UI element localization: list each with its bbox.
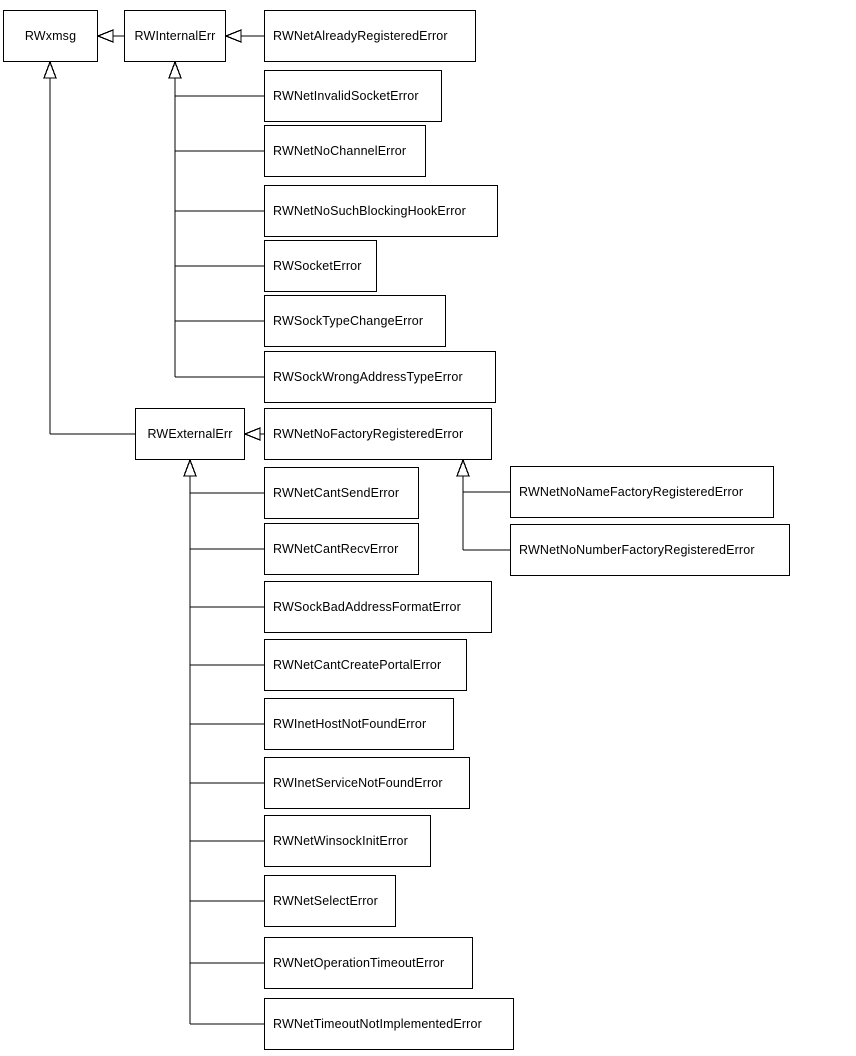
class-label: RWInetHostNotFoundError bbox=[273, 717, 427, 731]
class-box-rwnetcantrecverror[interactable]: RWNetCantRecvError bbox=[264, 523, 419, 575]
class-label: RWxmsg bbox=[24, 29, 77, 43]
arrowhead-external-bottom bbox=[183, 458, 197, 477]
class-box-rwsocktypechangeerror[interactable]: RWSockTypeChangeError bbox=[264, 295, 446, 347]
class-label: RWSockBadAddressFormatError bbox=[273, 600, 461, 614]
class-label: RWNetTimeoutNotImplementedError bbox=[273, 1017, 482, 1031]
class-box-rwsockwrongaddresstypeerror[interactable]: RWSockWrongAddressTypeError bbox=[264, 351, 496, 403]
class-box-rwnetnonumberfactoryregisterederror[interactable]: RWNetNoNumberFactoryRegisteredError bbox=[510, 524, 790, 576]
class-label: RWNetNoFactoryRegisteredError bbox=[273, 427, 464, 441]
class-box-rwexternalerr[interactable]: RWExternalErr bbox=[135, 408, 245, 460]
class-label: RWSocketError bbox=[273, 259, 362, 273]
class-box-rwnetnochannelerror[interactable]: RWNetNoChannelError bbox=[264, 125, 426, 177]
class-box-rwnetcantsenderror[interactable]: RWNetCantSendError bbox=[264, 467, 419, 519]
class-label: RWNetWinsockInitError bbox=[273, 834, 408, 848]
class-label: RWSockTypeChangeError bbox=[273, 314, 424, 328]
arrowhead-nofactory-bottom bbox=[456, 458, 470, 477]
class-box-rwnetcantcreateportalerror[interactable]: RWNetCantCreatePortalError bbox=[264, 639, 467, 691]
class-box-rwnetoperationtimeouterror[interactable]: RWNetOperationTimeoutError bbox=[264, 937, 473, 989]
class-box-rwnettimeoutnotimplementederror[interactable]: RWNetTimeoutNotImplementedError bbox=[264, 998, 514, 1050]
class-label: RWInternalErr bbox=[134, 29, 216, 43]
class-label: RWNetOperationTimeoutError bbox=[273, 956, 445, 970]
class-label: RWSockWrongAddressTypeError bbox=[273, 370, 463, 384]
class-label: RWNetInvalidSocketError bbox=[273, 89, 419, 103]
class-box-rwnetnofactoryregisterederror[interactable]: RWNetNoFactoryRegisteredError bbox=[264, 408, 492, 460]
class-label: RWNetNoNumberFactoryRegisteredError bbox=[519, 543, 755, 557]
class-label: RWNetNoSuchBlockingHookError bbox=[273, 204, 466, 218]
arrowhead-rwxmsg-right bbox=[96, 29, 114, 43]
class-box-rwinternalerr[interactable]: RWInternalErr bbox=[124, 10, 226, 62]
class-label: RWNetNoNameFactoryRegisteredError bbox=[519, 485, 744, 499]
class-box-rwnetalreadyregisterederror[interactable]: RWNetAlreadyRegisteredError bbox=[264, 10, 476, 62]
class-box-rwinethostnotfounderror[interactable]: RWInetHostNotFoundError bbox=[264, 698, 454, 750]
arrowhead-rwxmsg-bottom bbox=[43, 60, 57, 79]
class-label: RWNetCantRecvError bbox=[273, 542, 399, 556]
arrowhead-external-right bbox=[243, 427, 261, 441]
class-label: RWNetSelectError bbox=[273, 894, 378, 908]
class-box-rwnetselecterror[interactable]: RWNetSelectError bbox=[264, 875, 396, 927]
class-label: RWInetServiceNotFoundError bbox=[273, 776, 443, 790]
class-box-rwnetnosuchblockinghookerror[interactable]: RWNetNoSuchBlockingHookError bbox=[264, 185, 498, 237]
arrowhead-internal-right bbox=[224, 29, 242, 43]
class-label: RWExternalErr bbox=[147, 427, 233, 441]
class-box-rwnetnonamefactoryregisterederror[interactable]: RWNetNoNameFactoryRegisteredError bbox=[510, 466, 774, 518]
class-box-rwnetinvalidsocketerror[interactable]: RWNetInvalidSocketError bbox=[264, 70, 442, 122]
class-label: RWNetCantSendError bbox=[273, 486, 400, 500]
class-box-rwsocketerror[interactable]: RWSocketError bbox=[264, 240, 377, 292]
class-box-rwsockbadaddressformaterror[interactable]: RWSockBadAddressFormatError bbox=[264, 581, 492, 633]
class-box-rwnetwinsockiniterror[interactable]: RWNetWinsockInitError bbox=[264, 815, 431, 867]
class-label: RWNetCantCreatePortalError bbox=[273, 658, 442, 672]
class-box-rwxmsg[interactable]: RWxmsg bbox=[3, 10, 98, 62]
arrowhead-internal-bottom bbox=[168, 60, 182, 79]
class-box-rwinetservicenotfounderror[interactable]: RWInetServiceNotFoundError bbox=[264, 757, 470, 809]
class-label: RWNetNoChannelError bbox=[273, 144, 407, 158]
class-label: RWNetAlreadyRegisteredError bbox=[273, 29, 448, 43]
